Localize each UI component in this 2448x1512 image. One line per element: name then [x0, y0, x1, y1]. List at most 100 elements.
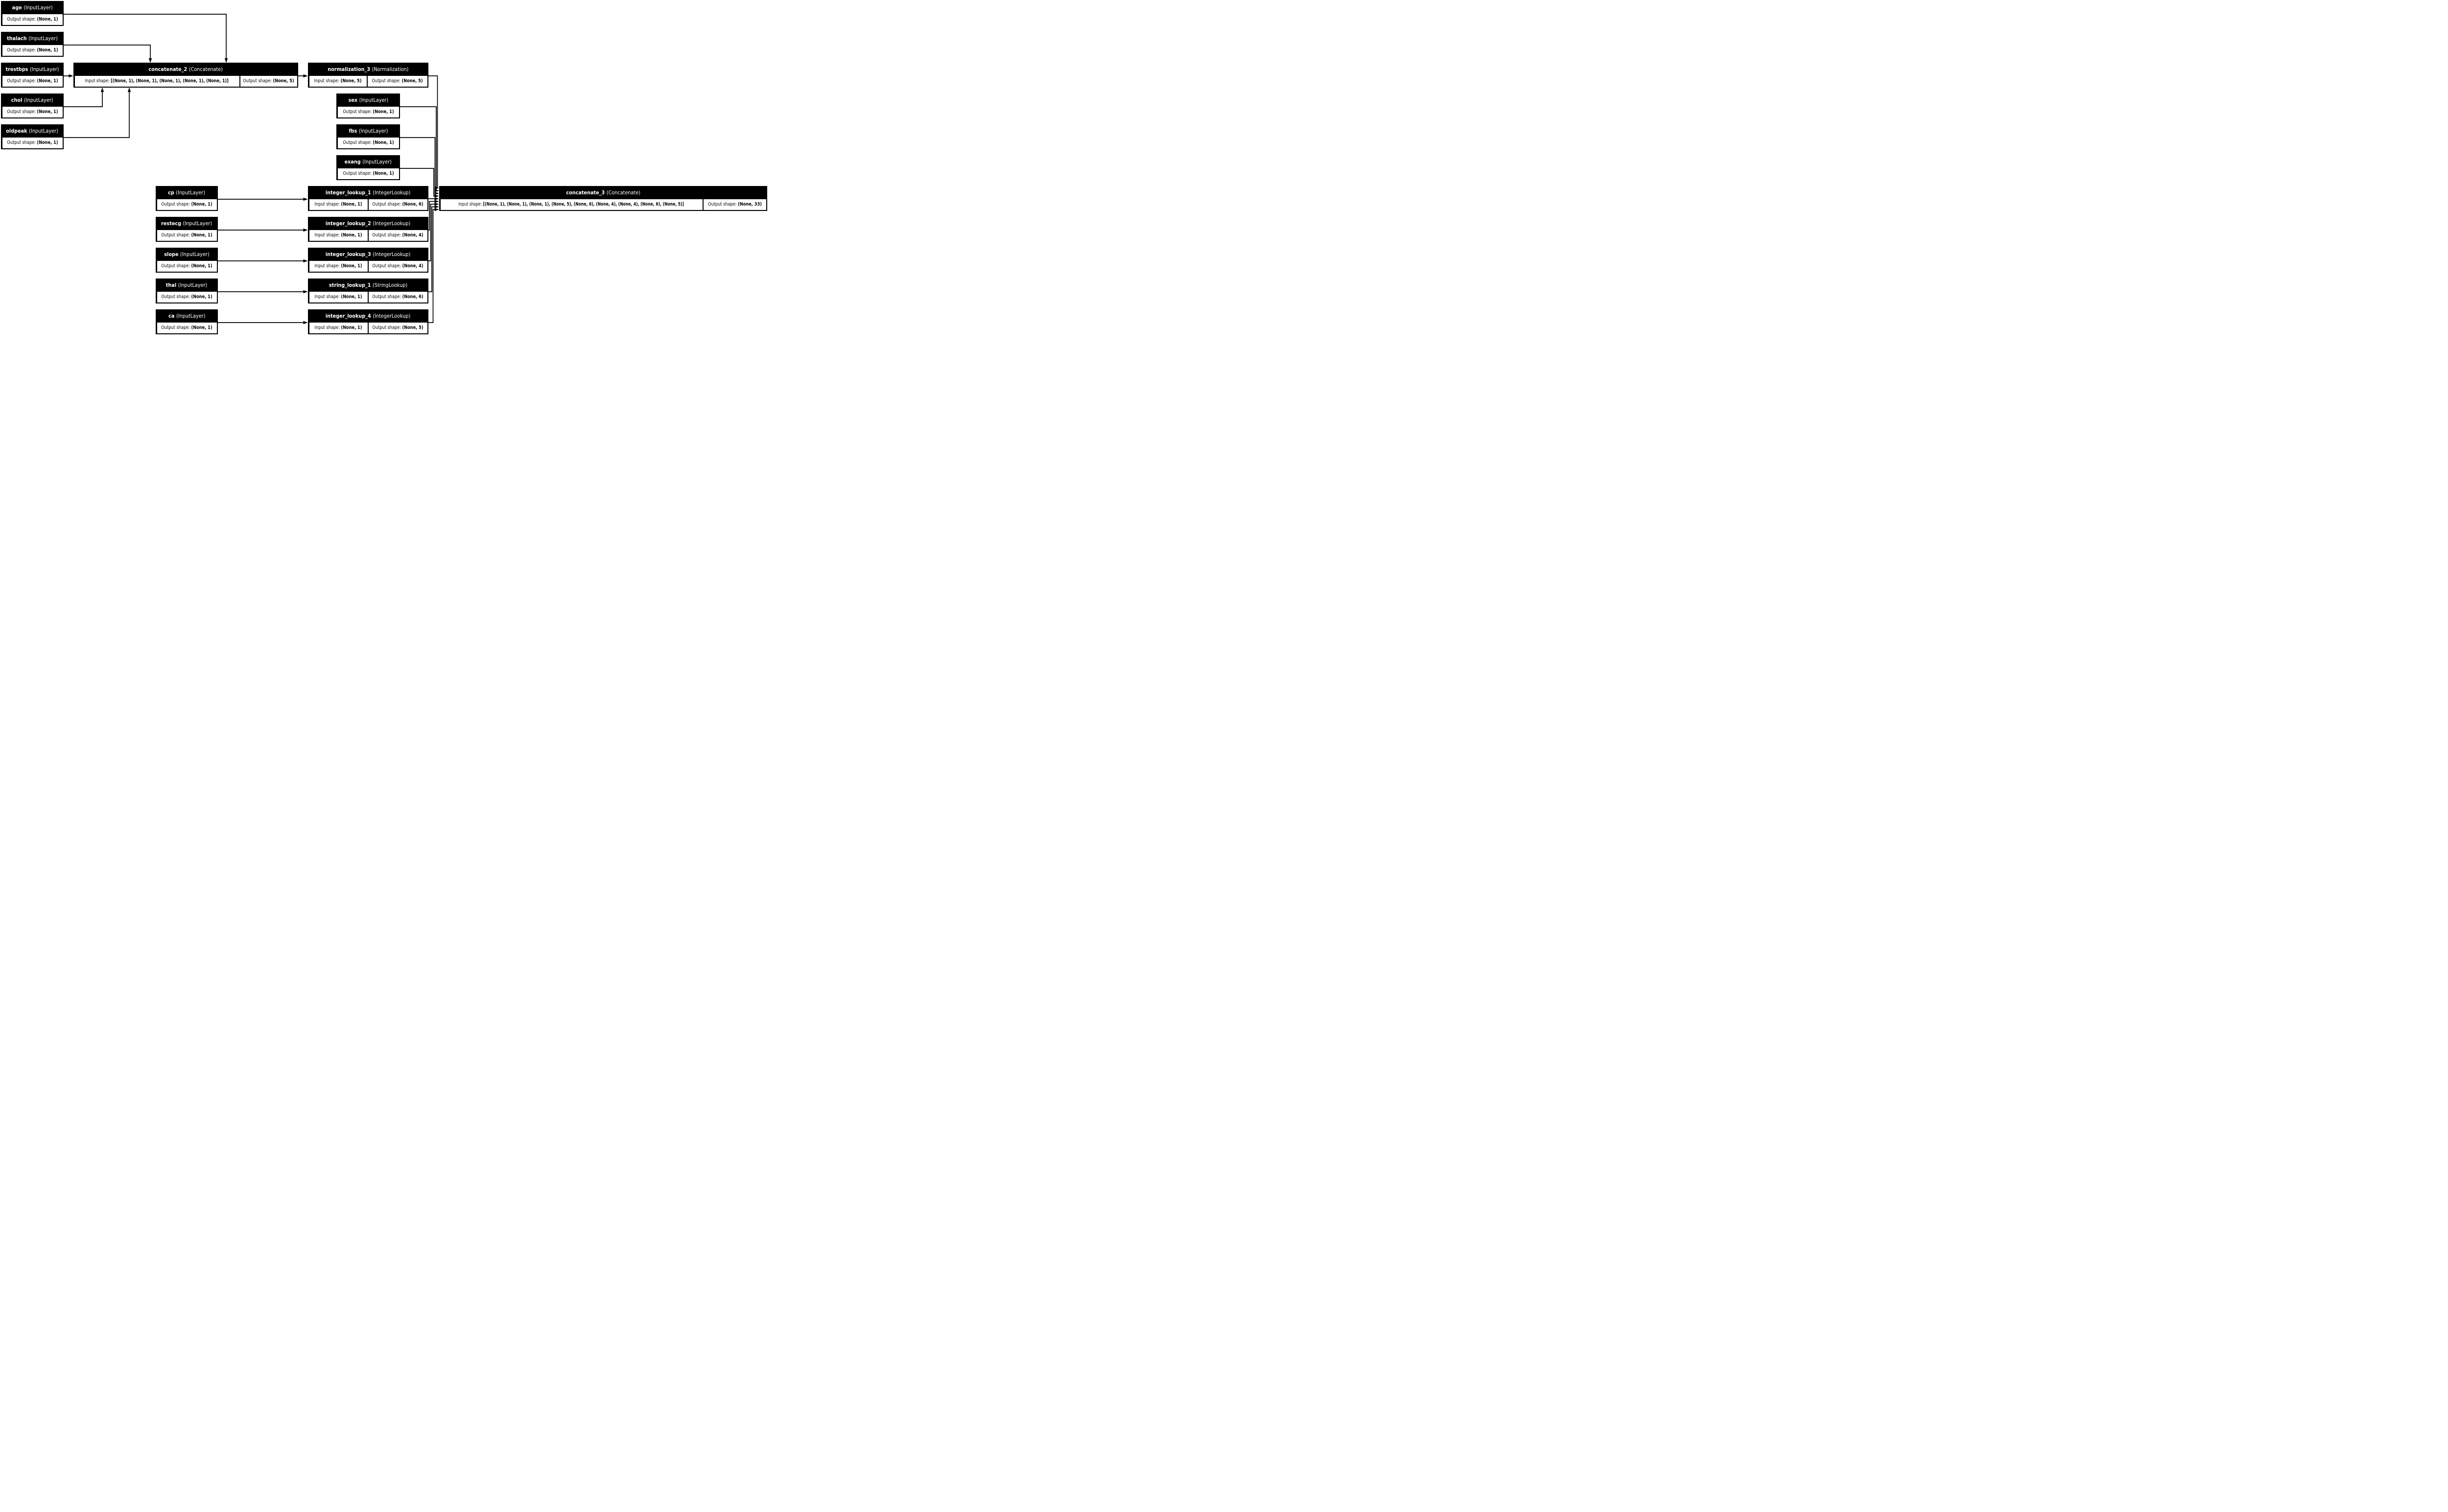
- layer-type: (InputLayer): [24, 97, 53, 103]
- integer_lookup_2-input-shape-cell: Input shape:(None, 1): [309, 230, 368, 241]
- layer-name: concatenate_3: [566, 189, 605, 196]
- layer-name: concatenate_2: [148, 66, 188, 72]
- node-integer_lookup_1: integer_lookup_1(IntegerLookup) Input sh…: [308, 186, 428, 211]
- input-shape-label: Input shape:: [314, 233, 340, 238]
- layer-name: integer_lookup_2: [326, 220, 372, 227]
- layer-title: integer_lookup_1(IntegerLookup): [308, 186, 428, 199]
- output-shape-label: Output shape:: [243, 78, 272, 84]
- layer-name: thalach: [7, 35, 27, 42]
- layer-shape-row: Output shape:(None, 1): [2, 107, 63, 117]
- edge-normalization_3-concatenate_3: [428, 75, 439, 190]
- integer_lookup_2-output-shape-cell: Output shape:(None, 4): [368, 230, 427, 241]
- output-shape-value: (None, 6): [402, 294, 424, 300]
- restecg-output-shape-cell: Output shape:(None, 1): [157, 230, 217, 241]
- output-shape-label: Output shape:: [707, 202, 737, 208]
- input-shape-label: Input shape:: [314, 202, 340, 208]
- output-shape-value: (None, 1): [191, 325, 212, 331]
- output-shape-value: (None, 6): [402, 202, 424, 208]
- edge-integer_lookup_4-concatenate_3: [428, 208, 439, 323]
- layer-shape-row: Input shape:(None, 1)Output shape:(None,…: [309, 230, 427, 241]
- output-shape-label: Output shape:: [372, 202, 401, 208]
- layer-shape-row: Output shape:(None, 1): [2, 76, 63, 87]
- layer-name: integer_lookup_3: [326, 251, 372, 257]
- input-shape-value: (None, 1): [341, 325, 362, 331]
- output-shape-value: (None, 5): [402, 325, 424, 331]
- concatenate_2-output-shape-cell: Output shape:(None, 5): [240, 76, 297, 87]
- layer-type: (Normalization): [372, 66, 409, 72]
- node-integer_lookup_2: integer_lookup_2(IntegerLookup) Input sh…: [308, 217, 428, 242]
- layer-title: thalach(InputLayer): [1, 32, 64, 45]
- output-shape-label: Output shape:: [161, 233, 190, 238]
- layer-name: chol: [11, 97, 23, 103]
- output-shape-value: (None, 1): [191, 263, 212, 269]
- layer-type: (InputLayer): [29, 128, 59, 134]
- layer-shape-row: Output shape:(None, 1): [157, 230, 217, 241]
- node-oldpeak: oldpeak(InputLayer) Output shape:(None, …: [1, 124, 64, 149]
- node-chol: chol(InputLayer) Output shape:(None, 1): [1, 93, 64, 118]
- output-shape-value: (None, 1): [36, 78, 58, 84]
- layer-title: chol(InputLayer): [1, 93, 64, 107]
- node-normalization_3: normalization_3(Normalization) Input sha…: [308, 63, 428, 88]
- output-shape-value: (None, 1): [191, 202, 212, 208]
- layer-title: integer_lookup_2(IntegerLookup): [308, 217, 428, 230]
- output-shape-value: (None, 4): [402, 233, 424, 238]
- layer-type: (IntegerLookup): [373, 251, 411, 257]
- layer-type: (StringLookup): [373, 282, 408, 288]
- layer-type: (IntegerLookup): [373, 189, 411, 196]
- node-exang: exang(InputLayer) Output shape:(None, 1): [336, 155, 400, 180]
- layer-type: (InputLayer): [176, 189, 206, 196]
- layer-shape-row: Input shape:[(None, 1), (None, 1), (None…: [74, 76, 297, 87]
- layer-title: concatenate_2(Concatenate): [73, 63, 298, 76]
- output-shape-value: (None, 1): [36, 47, 58, 53]
- oldpeak-output-shape-cell: Output shape:(None, 1): [2, 138, 63, 148]
- layer-name: restecg: [161, 220, 182, 227]
- edge-thalach-concatenate_2: [64, 45, 152, 63]
- output-shape-label: Output shape:: [161, 325, 190, 331]
- edge-age-concatenate_2: [64, 14, 228, 63]
- output-shape-value: (None, 5): [273, 78, 294, 84]
- normalization_3-output-shape-cell: Output shape:(None, 5): [367, 76, 427, 87]
- integer_lookup_4-input-shape-cell: Input shape:(None, 1): [309, 323, 368, 333]
- integer_lookup_4-output-shape-cell: Output shape:(None, 5): [368, 323, 427, 333]
- layer-type: (InputLayer): [362, 159, 392, 165]
- layer-shape-row: Input shape:(None, 5)Output shape:(None,…: [309, 76, 427, 87]
- input-shape-value: (None, 1): [341, 294, 362, 300]
- node-string_lookup_1: string_lookup_1(StringLookup) Input shap…: [308, 279, 428, 303]
- exang-output-shape-cell: Output shape:(None, 1): [337, 168, 399, 179]
- layer-name: sex: [348, 97, 357, 103]
- layer-name: fbs: [348, 128, 357, 134]
- output-shape-label: Output shape:: [6, 47, 36, 53]
- layer-name: cp: [168, 189, 175, 196]
- layer-title: oldpeak(InputLayer): [1, 124, 64, 138]
- layer-shape-row: Input shape:(None, 1)Output shape:(None,…: [309, 323, 427, 333]
- string_lookup_1-output-shape-cell: Output shape:(None, 6): [368, 292, 427, 302]
- input-shape-value: [(None, 1), (None, 1), (None, 1), (None,…: [111, 78, 229, 84]
- integer_lookup_1-output-shape-cell: Output shape:(None, 6): [368, 199, 427, 210]
- layer-name: thal: [166, 282, 177, 288]
- input-shape-label: Input shape:: [314, 325, 340, 331]
- layer-name: integer_lookup_4: [326, 313, 372, 319]
- node-sex: sex(InputLayer) Output shape:(None, 1): [336, 93, 400, 118]
- slope-output-shape-cell: Output shape:(None, 1): [157, 261, 217, 272]
- cp-output-shape-cell: Output shape:(None, 1): [157, 199, 217, 210]
- layer-title: cp(InputLayer): [156, 186, 218, 199]
- layer-shape-row: Output shape:(None, 1): [157, 292, 217, 302]
- node-trestbps: trestbps(InputLayer) Output shape:(None,…: [1, 63, 64, 88]
- input-shape-value: (None, 1): [341, 233, 362, 238]
- input-shape-value: (None, 1): [341, 263, 362, 269]
- layer-name: exang: [344, 159, 361, 165]
- edge-chol-concatenate_2: [64, 88, 104, 107]
- concatenate_2-input-shape-cell: Input shape:[(None, 1), (None, 1), (None…: [74, 76, 239, 87]
- input-shape-label: Input shape:: [85, 78, 110, 84]
- layer-name: oldpeak: [6, 128, 28, 134]
- input-shape-value: (None, 5): [340, 78, 362, 84]
- edge-sex-concatenate_3: [400, 106, 439, 192]
- output-shape-label: Output shape:: [342, 171, 372, 177]
- layer-type: (InputLayer): [183, 220, 212, 227]
- normalization_3-input-shape-cell: Input shape:(None, 5): [309, 76, 367, 87]
- output-shape-label: Output shape:: [342, 140, 372, 146]
- input-shape-value: [(None, 1), (None, 1), (None, 1), (None,…: [483, 202, 684, 208]
- thalach-output-shape-cell: Output shape:(None, 1): [2, 45, 63, 56]
- layer-shape-row: Input shape:(None, 1)Output shape:(None,…: [309, 199, 427, 210]
- thal-output-shape-cell: Output shape:(None, 1): [157, 292, 217, 302]
